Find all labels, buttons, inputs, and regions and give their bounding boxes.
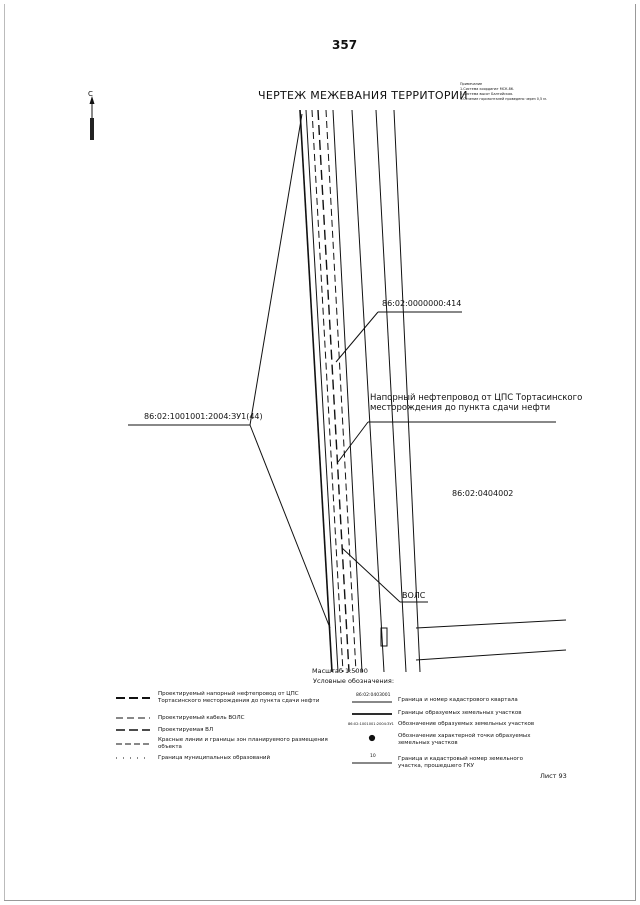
legend-item-gku: Граница и кадастровый номер земельного у… <box>398 756 523 769</box>
parcel-triangle <box>128 113 331 629</box>
leader-lines <box>335 311 556 603</box>
note-item: 3.Сечение горизонталей проведено через 0… <box>460 97 547 101</box>
legend-item-point: Обозначение характерной точки образуемых… <box>398 733 531 746</box>
legend-item-pipeline: Проектируемый напорный нефтепровод от ЦП… <box>158 691 320 704</box>
legend-title: Условные обозначения: <box>313 677 395 685</box>
north-label: С <box>88 90 93 98</box>
label-vols: ВОЛС <box>402 591 426 600</box>
note-item: 1.Система координат МСК-86. <box>460 87 515 91</box>
note-heading: Примечание <box>460 82 483 86</box>
page-border-right <box>635 4 636 901</box>
legend-sample-parcel: 86:02:1001001:2004:ЗУ1 <box>348 722 394 726</box>
page-border-left <box>4 4 5 901</box>
drawing-title: ЧЕРТЕЖ МЕЖЕВАНИЯ ТЕРРИТОРИИ <box>258 89 468 102</box>
notes-block: Примечание 1.Система координат МСК-86. 2… <box>460 82 570 102</box>
label-quarter: 86:02:0404002 <box>452 489 514 498</box>
scale-label: Масштаб 1:5000 <box>312 667 368 675</box>
legend-symbols-left <box>116 697 150 759</box>
page-number: 357 <box>332 38 358 52</box>
legend-item-parcel-bounds: Границы образуемых земельных участков <box>398 710 522 716</box>
label-pipeline-line2: месторождения до пункта сдачи нефти <box>370 403 551 413</box>
legend-item-parcel-designation: Обозначение образуемых земельных участко… <box>398 721 535 727</box>
page-border-bottom <box>4 900 636 901</box>
legend-item-quarter: Граница и номер кадастрового квартала <box>398 697 518 703</box>
label-pipeline-line1: Напорный нефтепровод от ЦПС Тортасинског… <box>370 393 583 403</box>
legend-sample-gku: 10 <box>370 754 376 759</box>
legend-sample-quarter: 86:02:0403001 <box>356 693 391 698</box>
legend-item-red-lines: Красные линии и границы зон планируемого… <box>158 737 328 750</box>
legend-item-vols: Проектируемый кабель ВОЛС <box>158 715 245 721</box>
road-boundary <box>380 619 567 661</box>
legend-item-vl: Проектируемая ВЛ <box>158 727 214 733</box>
note-item: 2.Система высот Балтийская. <box>460 92 514 96</box>
label-pipeline: Напорный нефтепровод от ЦПС Тортасинског… <box>370 393 582 413</box>
label-parcel-414: 86:02:0000000:414 <box>382 299 462 308</box>
legend-symbols-right <box>352 701 392 764</box>
legend-item-municipal: Граница муниципальных образований <box>158 755 271 761</box>
sheet-number: Лист 93 <box>540 772 567 780</box>
north-arrow-icon <box>89 96 95 140</box>
corridor-lines <box>299 109 421 673</box>
label-parcel-zu1: 86:02:1001001:2004:ЗУ1(44) <box>144 412 263 421</box>
